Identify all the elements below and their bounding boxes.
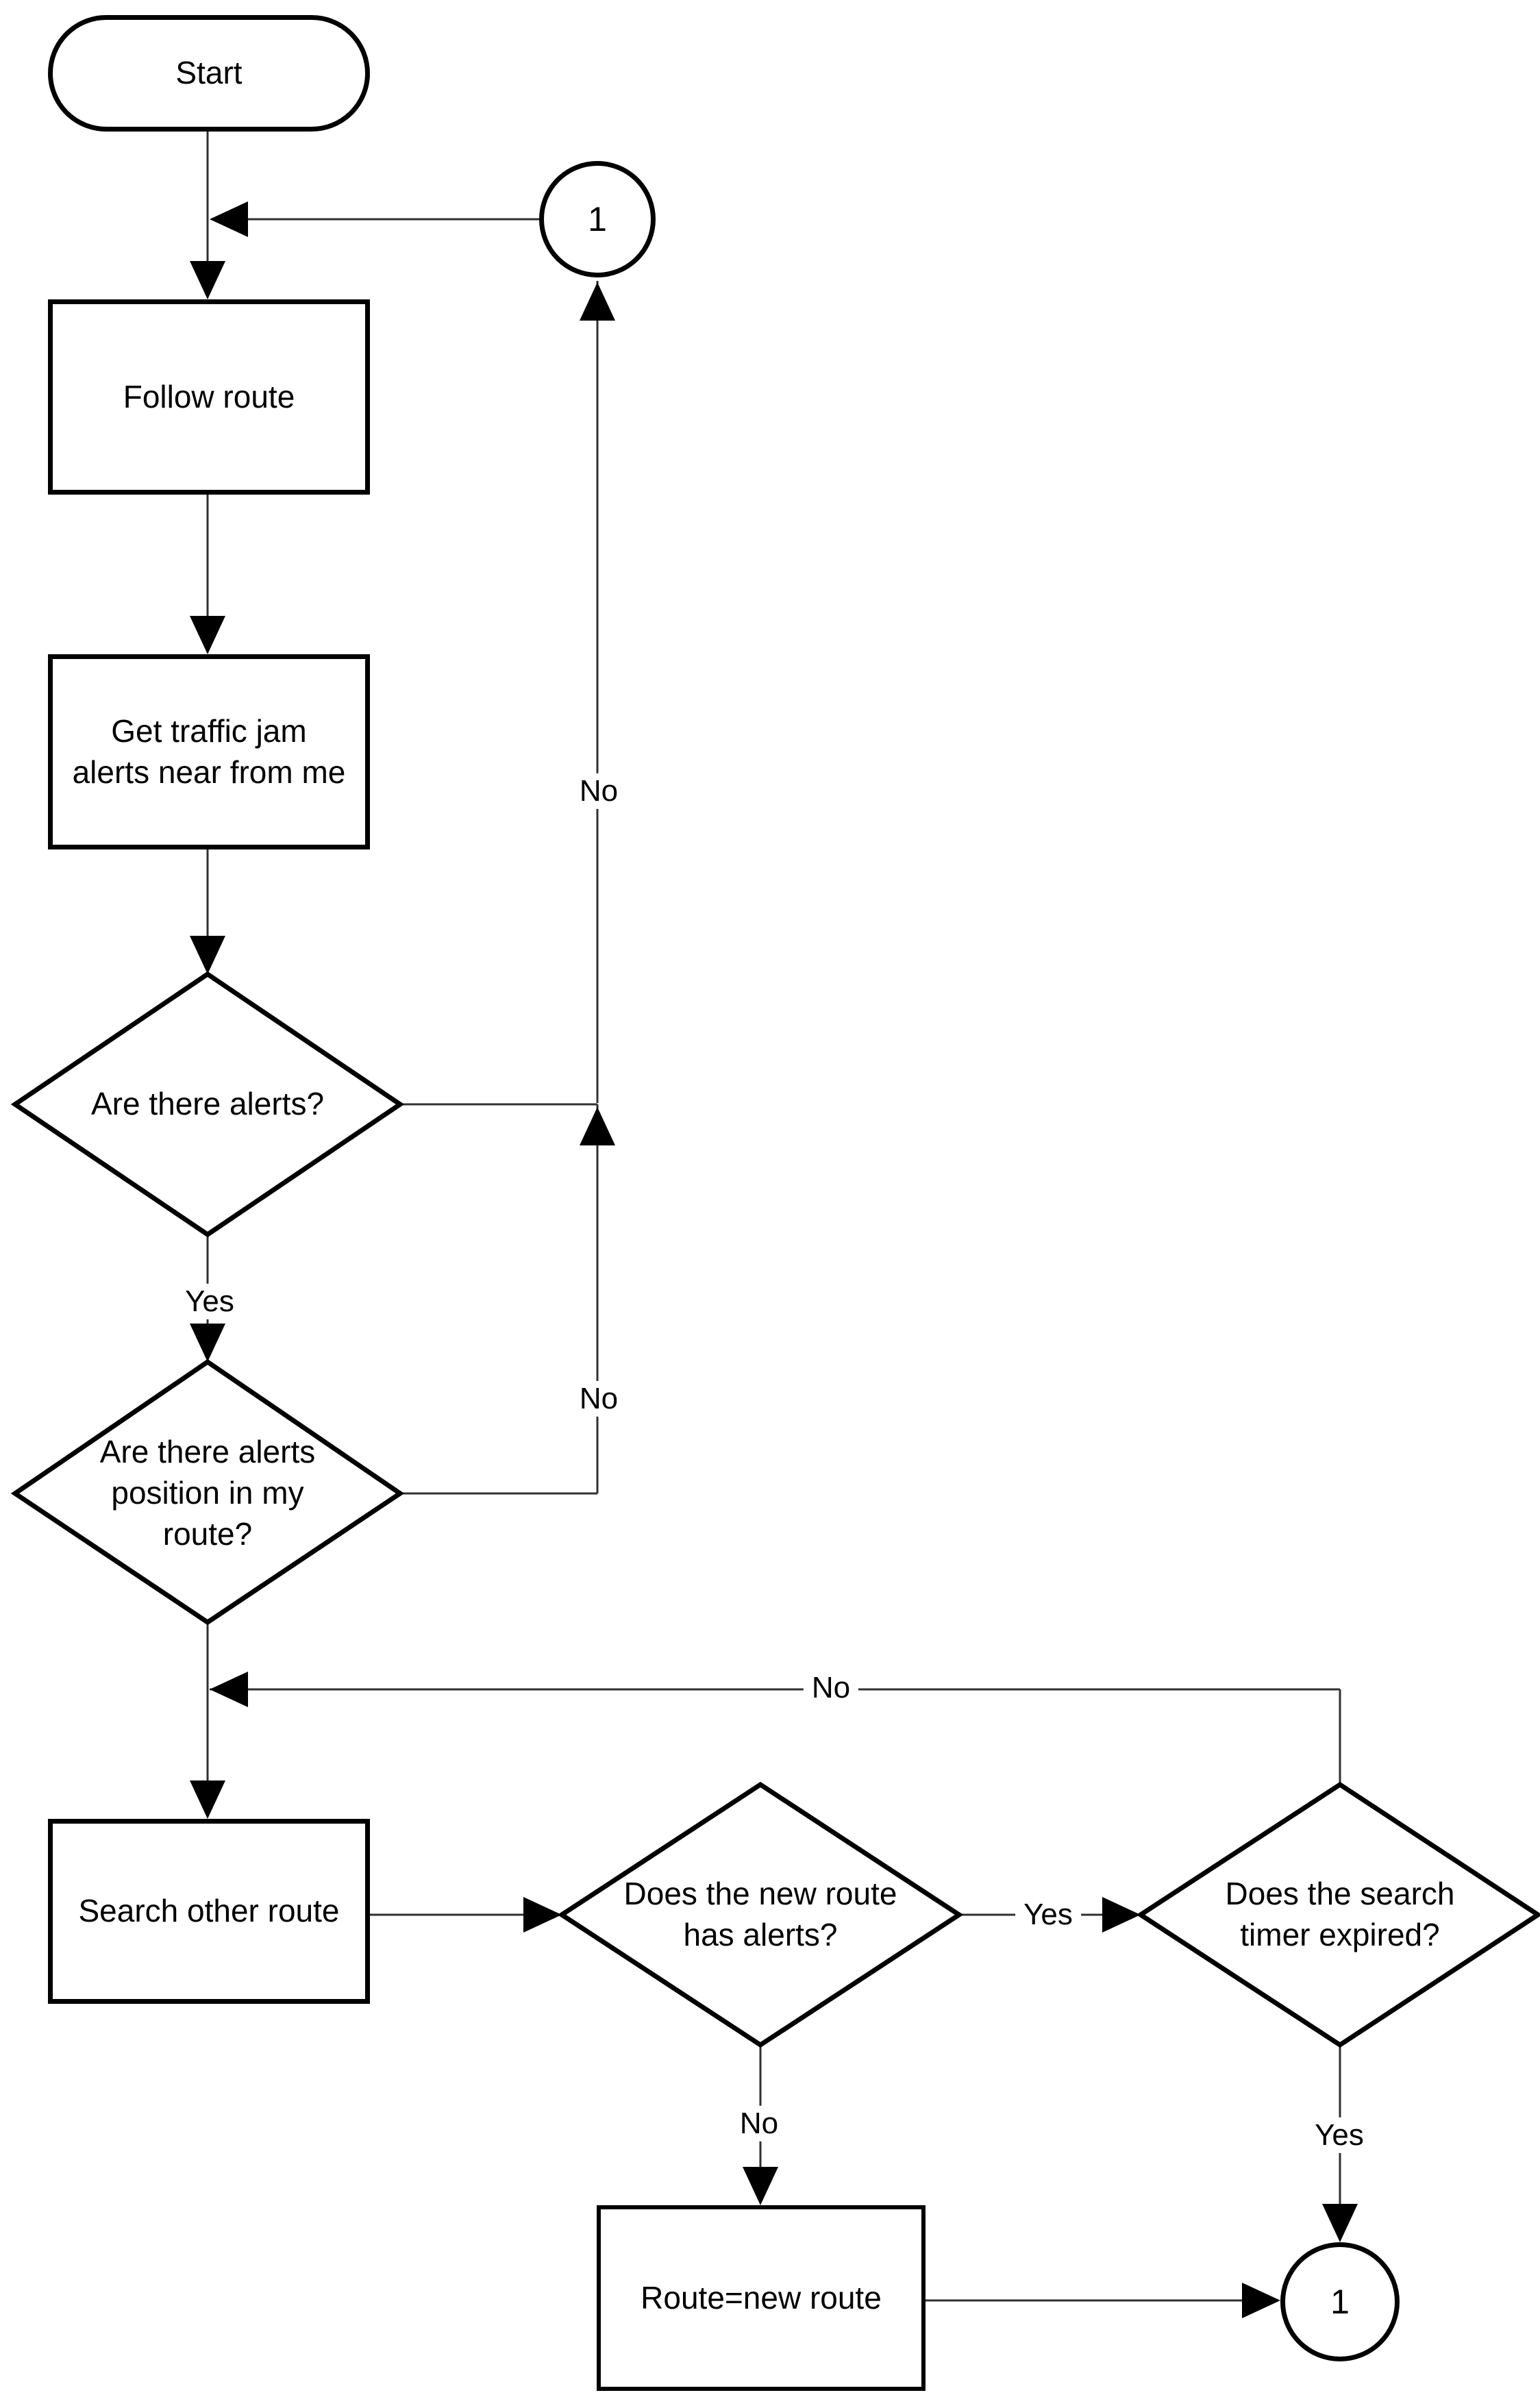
edge-label-timer-no: No xyxy=(803,1670,859,1706)
arrowhead xyxy=(210,201,248,237)
edge-label-in-route-no: No xyxy=(571,1380,627,1417)
decision-shapes xyxy=(10,971,1540,2048)
node-start-label: Start xyxy=(175,55,243,91)
decision-alerts-in-route-shape xyxy=(10,1358,405,1626)
arrowhead xyxy=(190,1324,225,1362)
node-connector-bottom: 1 xyxy=(1280,2242,1400,2361)
decision-new-route-alerts-shape xyxy=(557,1781,964,2048)
edge-label-new-route-no: No xyxy=(731,2105,787,2142)
arrowhead xyxy=(190,936,225,974)
arrowhead xyxy=(190,261,225,299)
node-start: Start xyxy=(48,15,370,132)
node-search-other-route-label: Search other route xyxy=(78,1893,340,1929)
node-search-other-route: Search other route xyxy=(48,1819,370,2004)
decision-are-there-alerts-shape xyxy=(10,971,405,1238)
edge-label-timer-yes: Yes xyxy=(1306,2117,1372,2154)
arrowheads xyxy=(190,201,1358,2318)
arrowhead xyxy=(1242,2283,1280,2318)
arrowhead xyxy=(580,1107,615,1145)
edge-label-new-route-yes: Yes xyxy=(1015,1896,1081,1933)
edge-label-alerts-no: No xyxy=(571,773,627,810)
node-follow-route-label: Follow route xyxy=(123,378,295,414)
arrowhead xyxy=(1102,1897,1141,1933)
arrowhead xyxy=(190,1780,225,1819)
node-get-traffic-alerts: Get traffic jam alerts near from me xyxy=(48,654,370,849)
arrowhead xyxy=(523,1897,562,1933)
arrowhead xyxy=(743,2167,778,2205)
node-route-assign-label: Route=new route xyxy=(641,2279,882,2316)
node-get-traffic-alerts-label: Get traffic jam alerts near from me xyxy=(72,712,346,790)
node-route-assign: Route=new route xyxy=(597,2205,926,2391)
arrowhead xyxy=(210,1672,248,1707)
node-connector-top-label: 1 xyxy=(588,199,607,238)
node-follow-route: Follow route xyxy=(48,299,370,495)
edge-label-alerts-yes: Yes xyxy=(177,1283,243,1320)
node-connector-bottom-label: 1 xyxy=(1330,2282,1350,2321)
arrowhead xyxy=(580,282,615,321)
arrowhead xyxy=(190,616,225,654)
node-connector-top: 1 xyxy=(539,161,656,277)
arrowhead xyxy=(1322,2204,1358,2242)
decision-timer-expired-shape xyxy=(1136,1781,1540,2048)
